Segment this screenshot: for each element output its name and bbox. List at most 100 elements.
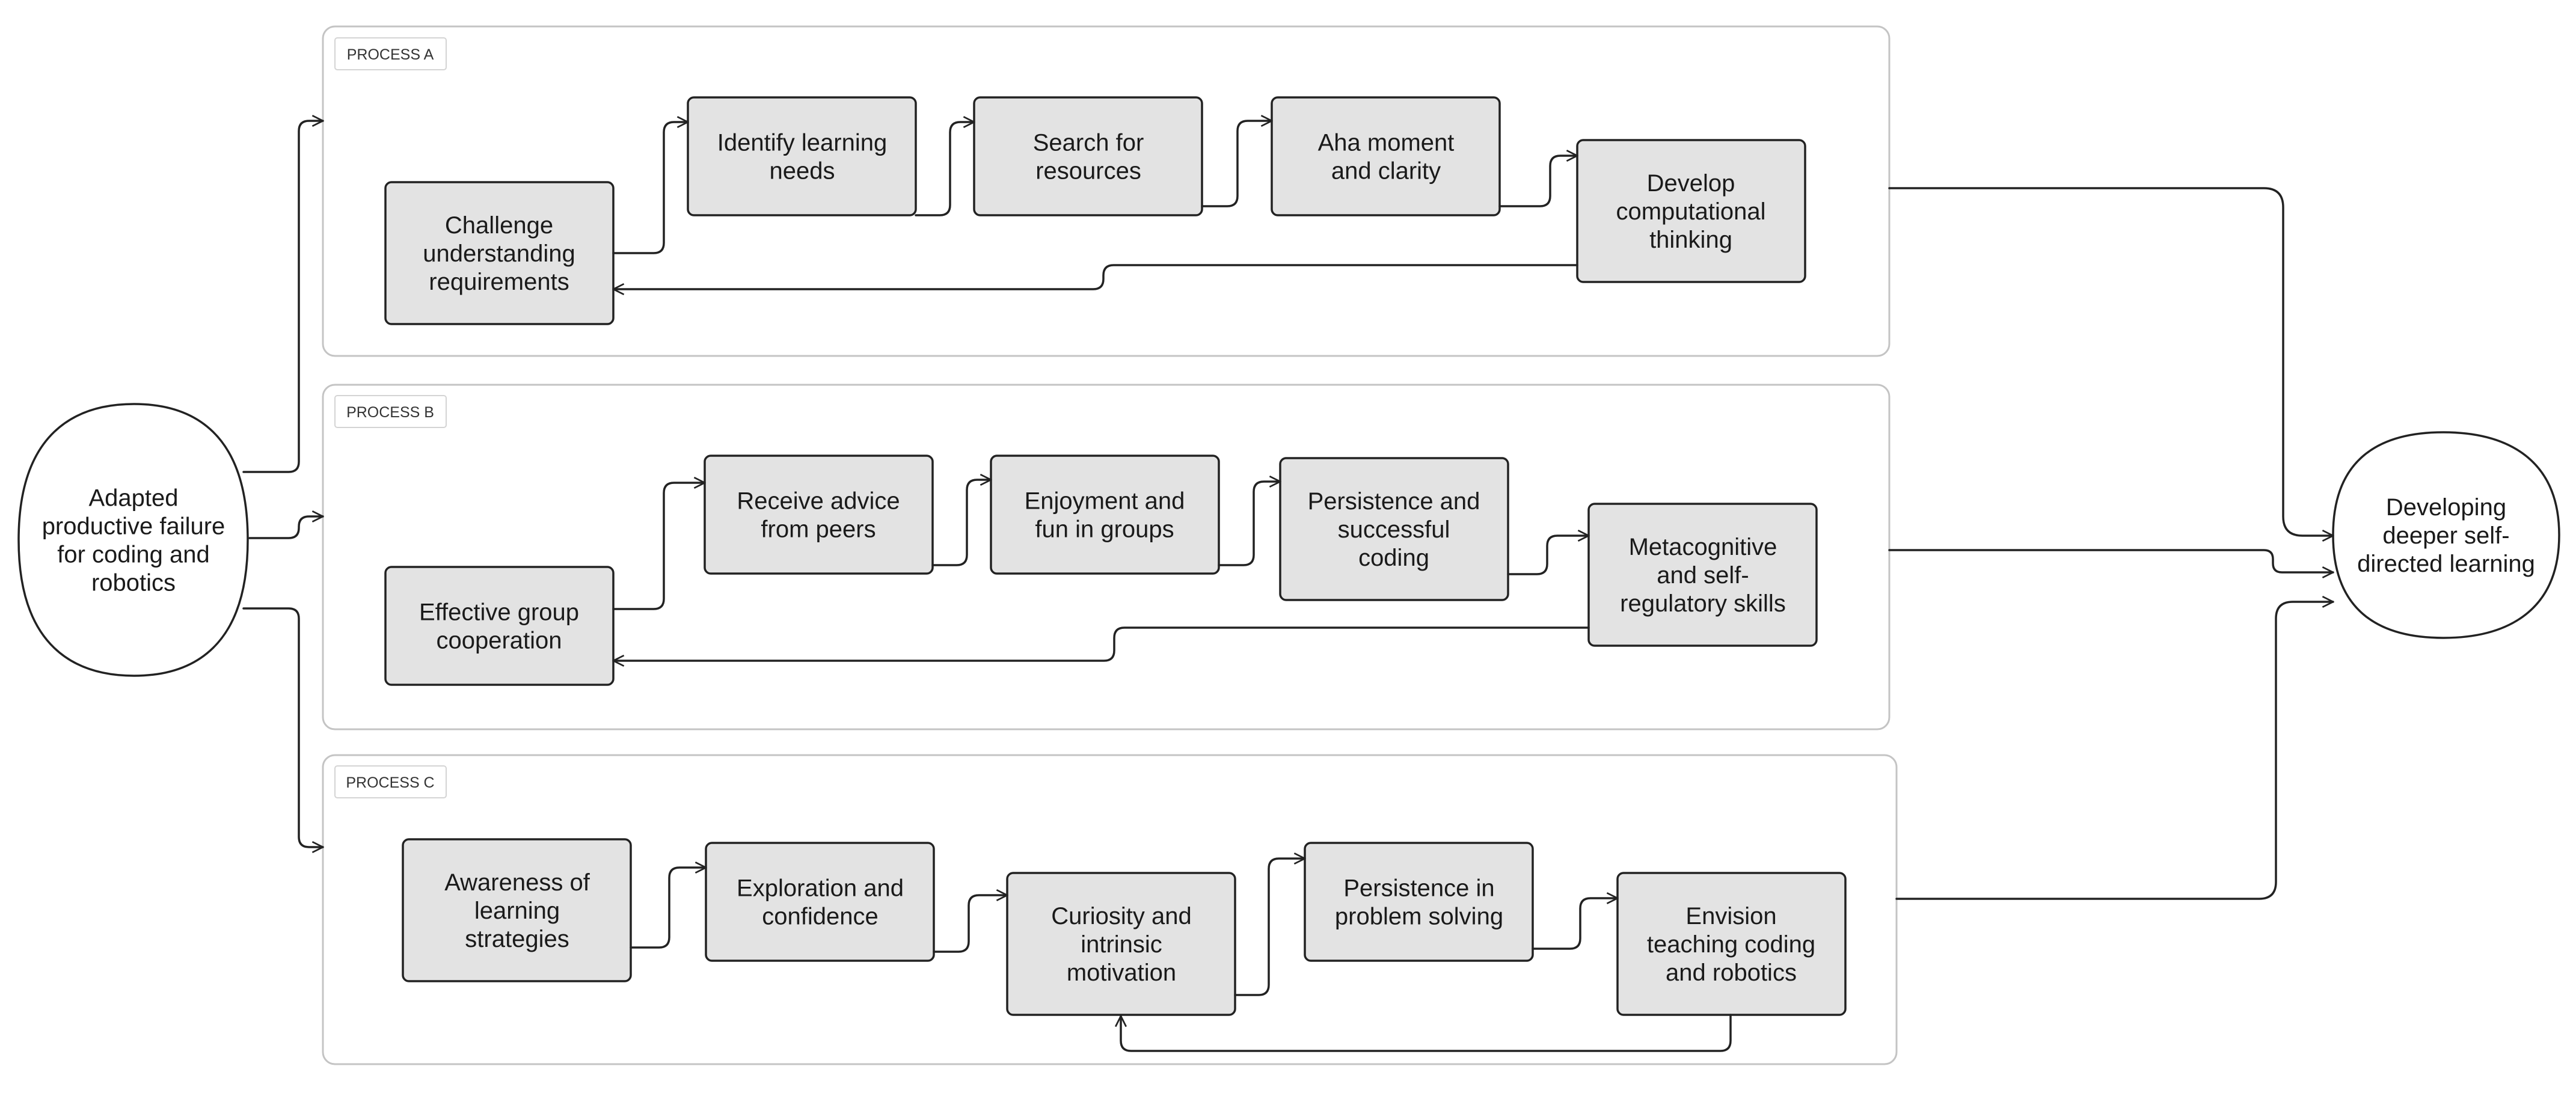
process-c-label: PROCESS C: [346, 774, 434, 791]
arrow-c-step4-to-step5: [1532, 892, 1619, 950]
label-line: resources: [1035, 158, 1141, 185]
label-line: computational: [1616, 198, 1765, 225]
label-line: successful: [1338, 516, 1450, 543]
arrow-c-step1-to-step2: [630, 861, 707, 949]
label-line: Receive advice: [737, 488, 900, 515]
arrow-b-step1-to-step2: [612, 476, 706, 610]
arrow-process-a-to-end: [1888, 187, 2334, 542]
label-line: Metacognitive: [1629, 534, 1777, 560]
label-line: Effective group: [419, 599, 579, 626]
label-line: robotics: [91, 570, 176, 596]
arrow-a-step1-to-step2: [612, 115, 689, 254]
label-line: intrinsic: [1081, 931, 1162, 958]
label-line: Developing: [2386, 494, 2506, 521]
label-line: Curiosity and: [1051, 903, 1191, 929]
label-line: Challenge: [445, 212, 553, 239]
label-line: deeper self-: [2382, 522, 2509, 549]
label-line: fun in groups: [1035, 516, 1174, 543]
arrow-a-step4-to-step5: [1498, 149, 1578, 207]
label-line: coding: [1358, 545, 1429, 571]
label-line: thinking: [1649, 227, 1732, 253]
arrow-a-step3-to-step4: [1201, 114, 1273, 207]
process-b-label: PROCESS B: [346, 404, 434, 421]
arrow-start-to-process-a: [242, 114, 324, 473]
label-line: and robotics: [1666, 960, 1797, 986]
label-line: Identify learning: [717, 130, 887, 156]
label-line: Persistence in: [1343, 875, 1494, 902]
label-line: learning: [474, 898, 560, 924]
arrow-start-to-process-c: [242, 607, 324, 854]
label-line: Exploration and: [737, 875, 904, 902]
label-line: needs: [770, 158, 835, 185]
label-line: Awareness of: [444, 869, 590, 896]
process-a-tag: PROCESS A: [334, 37, 447, 70]
label-line: productive failure: [42, 513, 225, 540]
label-line: teaching coding: [1647, 931, 1815, 958]
arrow-c-step3-to-step4: [1234, 852, 1306, 996]
label-line: cooperation: [436, 628, 562, 654]
label-line: Envision: [1685, 903, 1776, 929]
arrow-b-step3-to-step4: [1218, 475, 1281, 566]
label-line: for coding and: [57, 542, 210, 568]
label-line: and self-: [1657, 562, 1749, 589]
label-line: strategies: [465, 926, 569, 952]
arrow-process-c-to-end: [1895, 595, 2334, 900]
arrow-b-step4-to-step5: [1507, 529, 1590, 575]
label-line: from peers: [761, 516, 876, 543]
label-line: understanding: [423, 240, 575, 267]
label-line: Enjoyment and: [1025, 488, 1185, 515]
arrow-a-step5-to-step1: [612, 264, 1578, 296]
label-line: Develop: [1647, 170, 1735, 197]
label-line: Search for: [1033, 130, 1144, 156]
arrow-process-b-to-end: [1888, 549, 2334, 579]
label-line: directed learning: [2357, 551, 2535, 577]
process-b-tag: PROCESS B: [334, 395, 447, 428]
label-line: confidence: [762, 904, 878, 930]
label-line: motivation: [1067, 960, 1176, 986]
label-line: Adapted: [88, 485, 178, 512]
label-line: and clarity: [1331, 158, 1441, 185]
label-line: requirements: [429, 269, 569, 295]
arrow-b-step5-to-step1: [612, 626, 1590, 667]
arrow-start-to-process-b: [248, 510, 324, 539]
arrow-a-step2-to-step3: [915, 115, 975, 216]
label-line: regulatory skills: [1620, 590, 1786, 617]
arrow-c-step2-to-step3: [933, 889, 1008, 953]
label-line: Persistence and: [1308, 488, 1480, 515]
label-line: Aha moment: [1318, 130, 1455, 156]
